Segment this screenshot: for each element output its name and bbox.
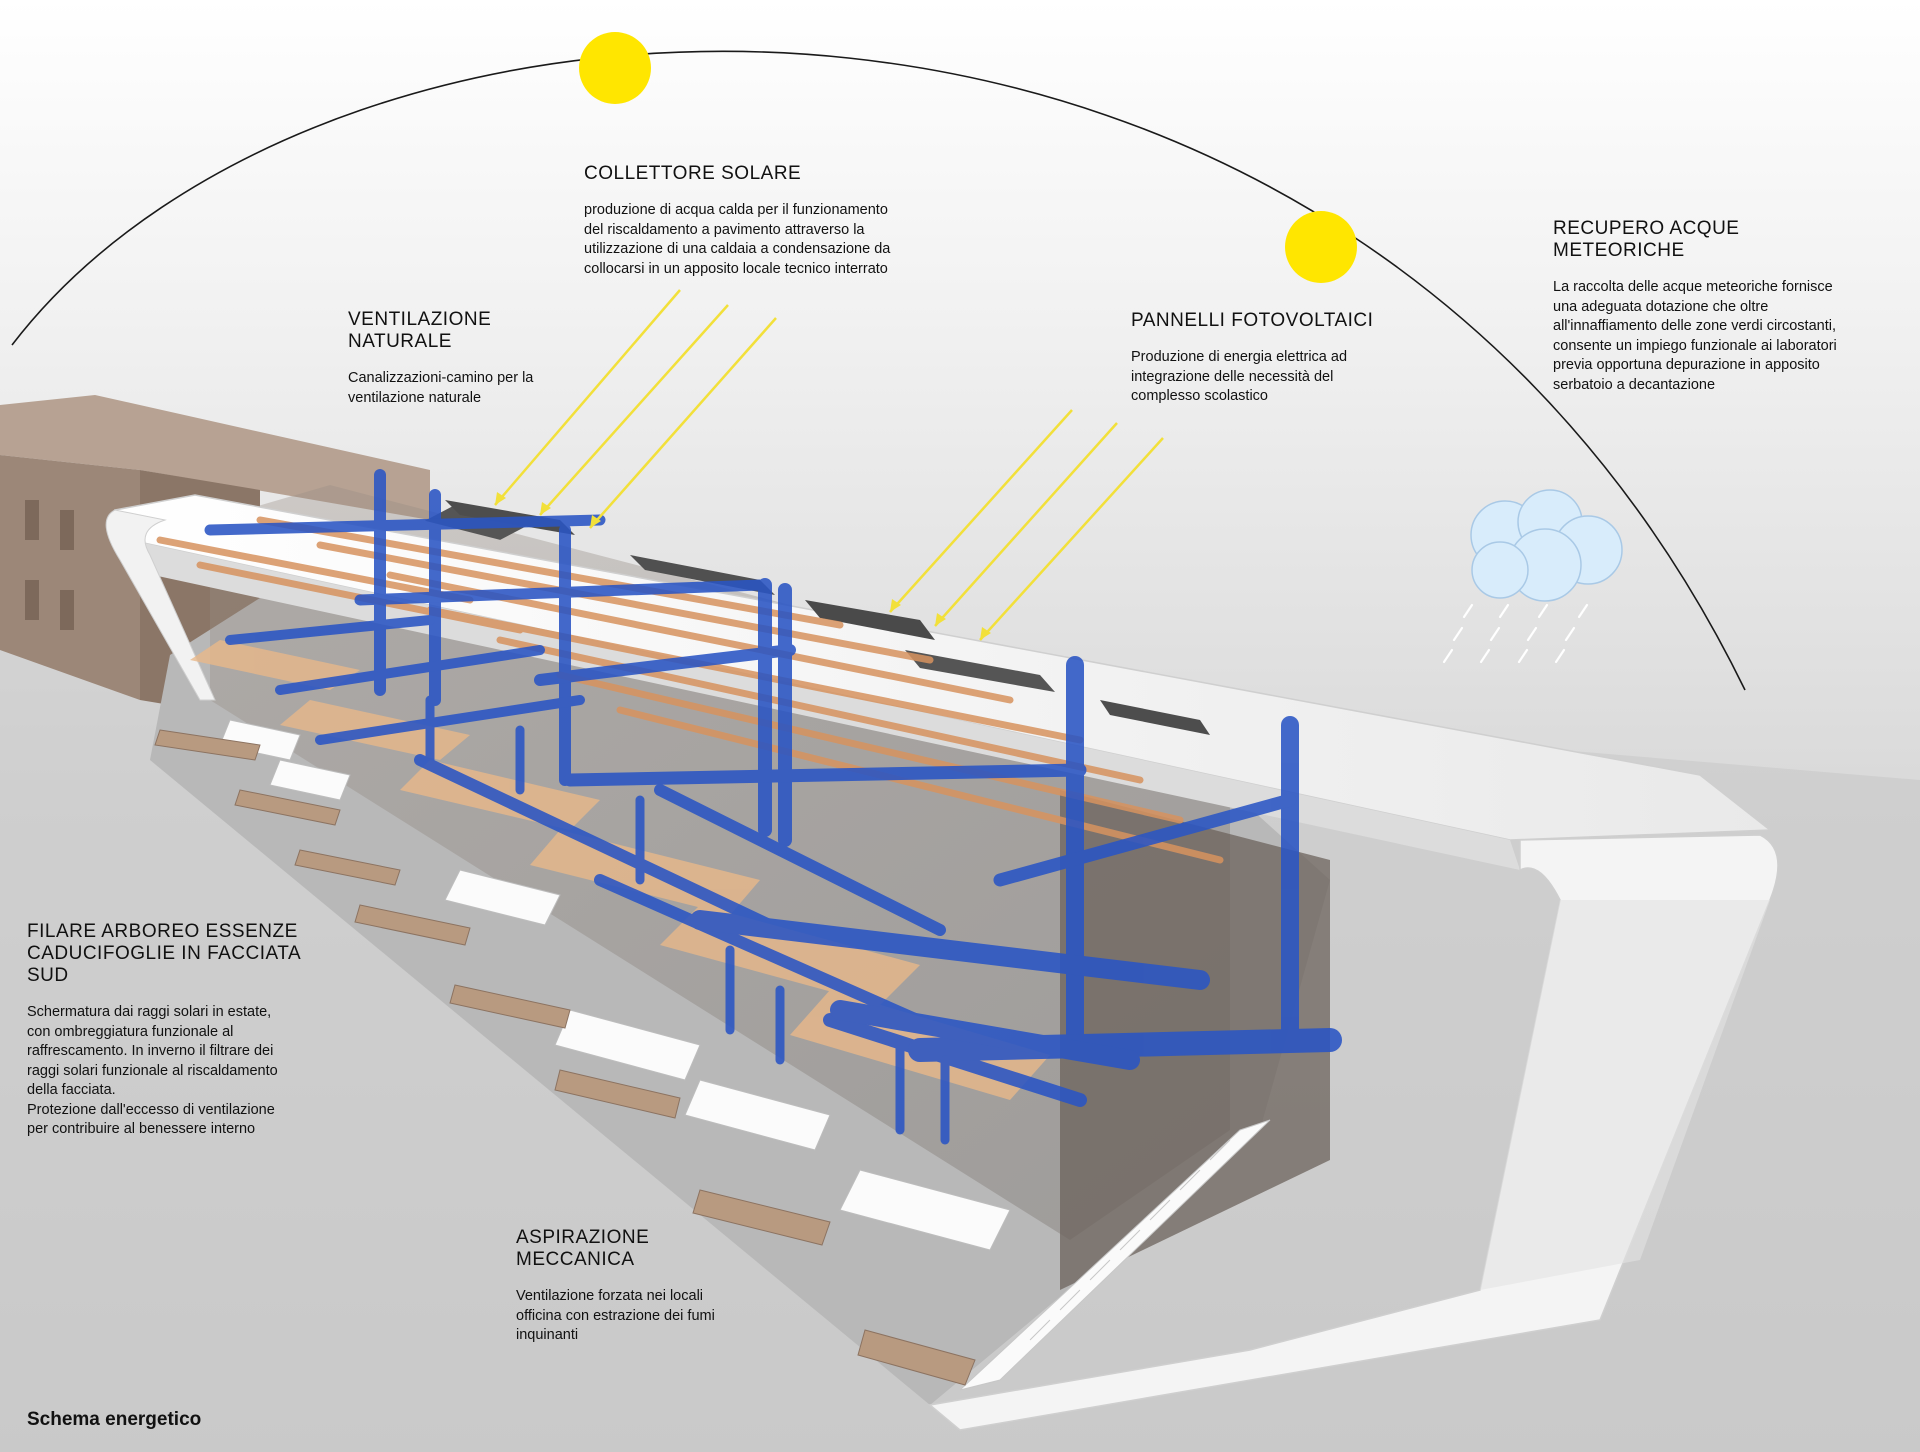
label-text: La raccolta delle acque meteoriche forni… (1553, 279, 1837, 393)
figure-caption: Schema energetico (27, 1409, 202, 1430)
label-title: FILARE ARBOREO ESSENZE CADUCIFOGLIE IN F… (27, 921, 302, 986)
planter-boxes (154, 729, 976, 1386)
label-title: VENTILAZIONE NATURALE (348, 309, 492, 352)
label-title: ASPIRAZIONE MECCANICA (516, 1227, 650, 1270)
label-ventilazione-naturale: VENTILAZIONE NATURALE Canalizzazioni-cam… (348, 309, 598, 408)
ventilation-ducts (204, 469, 1342, 1145)
label-title: PANNELLI FOTOVOLTAICI (1131, 310, 1374, 331)
label-text: Schermatura dai raggi solari in estate, … (27, 1004, 278, 1137)
label-text: Produzione di energia elettrica ad integ… (1131, 349, 1348, 404)
cloud-icon (1470, 489, 1623, 602)
sun-icon (1285, 211, 1357, 283)
label-text: produzione di acqua calda per il funzion… (584, 202, 891, 277)
label-recupero-acque-meteoriche: RECUPERO ACQUE METEORICHE La raccolta de… (1553, 218, 1893, 395)
white-benches (219, 719, 1011, 1251)
solar-ray-arrowheads (495, 492, 991, 640)
label-text: Ventilazione forzata nei locali officina… (516, 1288, 715, 1343)
rain-icon (1442, 603, 1589, 664)
label-pannelli-fotovoltaici: PANNELLI FOTOVOLTAICI Produzione di ener… (1131, 310, 1431, 407)
label-collettore-solare: COLLETTORE SOLARE produzione di acqua ca… (584, 163, 964, 279)
label-text: Canalizzazioni-camino per la ventilazion… (348, 370, 534, 406)
label-filare-arboreo: FILARE ARBOREO ESSENZE CADUCIFOGLIE IN F… (27, 921, 357, 1140)
label-title: COLLETTORE SOLARE (584, 163, 802, 184)
solar-rays (494, 289, 1164, 641)
building-section-illustration (105, 289, 1779, 1431)
sun-path-arc (11, 50, 1746, 691)
label-title: RECUPERO ACQUE METEORICHE (1553, 218, 1740, 261)
staircase (959, 1119, 1271, 1391)
label-aspirazione-meccanica: ASPIRAZIONE MECCANICA Ventilazione forza… (516, 1227, 816, 1346)
sun-icon (579, 32, 651, 104)
